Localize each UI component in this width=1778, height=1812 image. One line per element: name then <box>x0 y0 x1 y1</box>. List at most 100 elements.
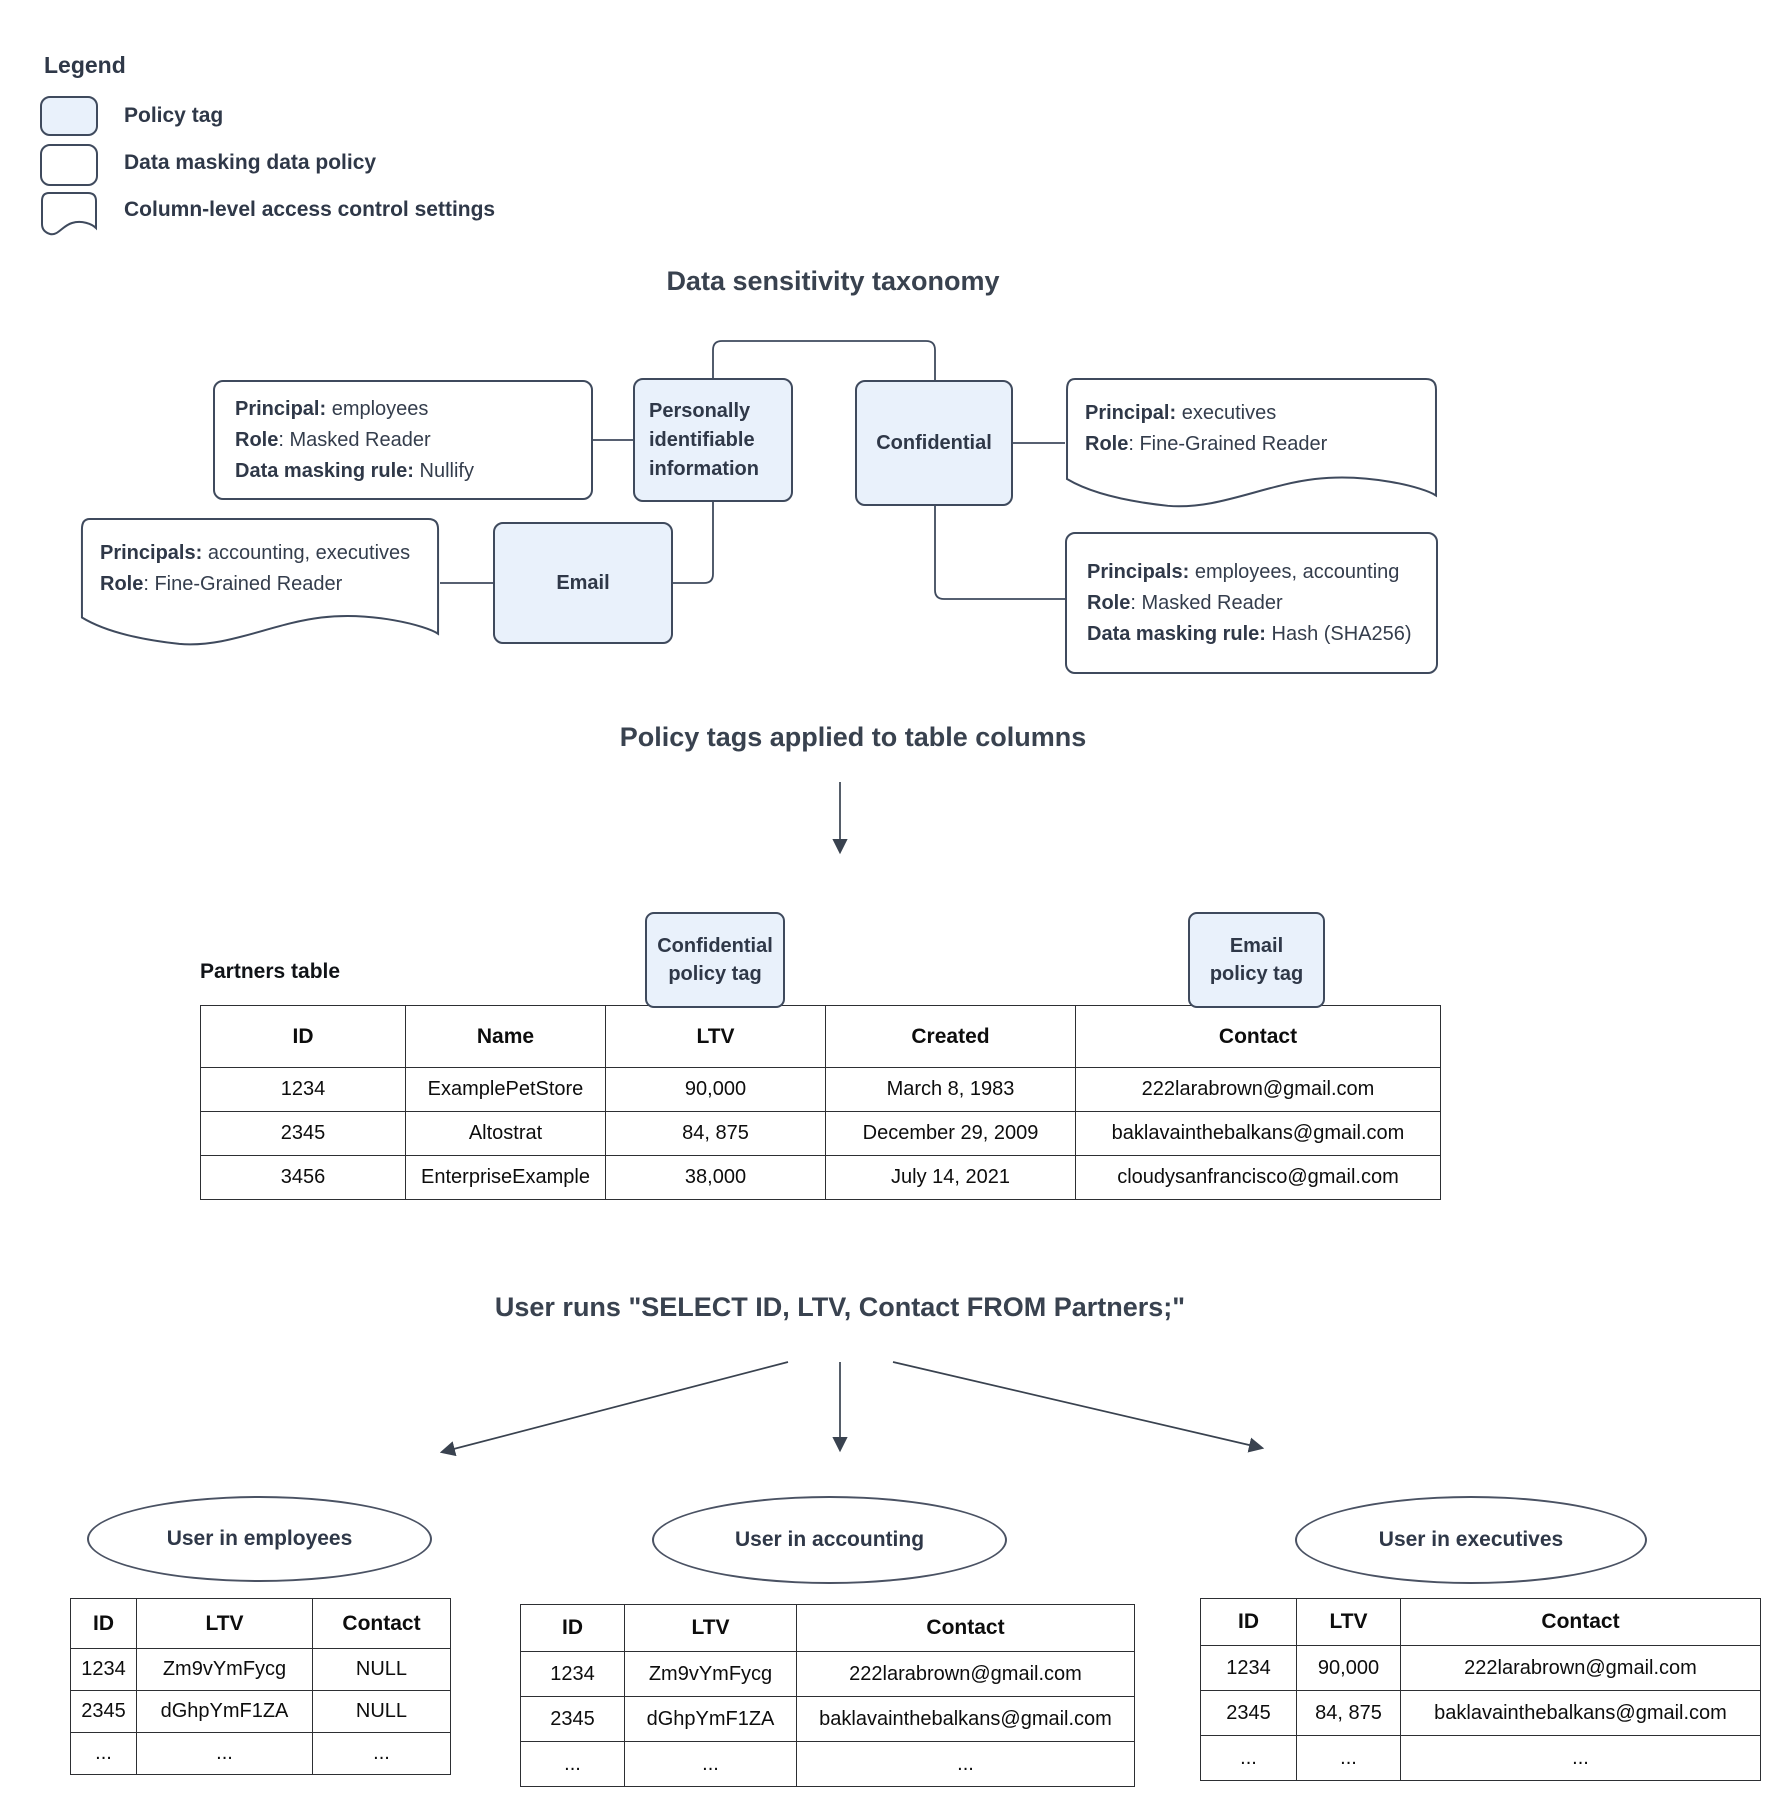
table-cell: baklavainthebalkans@gmail.com <box>1075 1111 1441 1156</box>
table-cell: 2345 <box>520 1696 625 1742</box>
policy-line: Data masking rule: Hash (SHA256) <box>1087 622 1412 645</box>
policy-line: Role: Masked Reader <box>1087 591 1283 614</box>
legend-item-data-policy: Data masking data policy <box>124 151 377 174</box>
table-cell: NULL <box>312 1648 451 1691</box>
legend-swatch-policy-tag-icon <box>40 96 98 136</box>
table-row: 1234 90,000 222larabrown@gmail.com <box>1200 1645 1761 1691</box>
column-header: Contact <box>796 1604 1135 1652</box>
table-cell: ... <box>312 1732 451 1775</box>
table-cell: 222larabrown@gmail.com <box>1400 1645 1761 1691</box>
table-cell: 1234 <box>70 1648 137 1691</box>
policy-line: Principal: employees <box>235 397 429 420</box>
table-row: ... ... ... <box>70 1732 451 1775</box>
table-row: 1234 Zm9vYmFycg NULL <box>70 1648 451 1691</box>
column-header: ID <box>200 1005 406 1068</box>
table-row: 2345 84, 875 baklavainthebalkans@gmail.c… <box>1200 1690 1761 1736</box>
column-header: Contact <box>1400 1598 1761 1646</box>
access-control-text: Principal: executives Role: Fine-Grained… <box>1085 402 1328 455</box>
table-cell: ... <box>796 1741 1135 1787</box>
legend-swatch-access-control-icon <box>40 192 98 240</box>
policy-section-title: Policy tags applied to table columns <box>619 722 1087 752</box>
table-cell: Zm9vYmFycg <box>624 1651 797 1697</box>
column-header: LTV <box>624 1604 797 1652</box>
access-control-confidential: Principal: executives Role: Fine-Grained… <box>1065 378 1438 512</box>
policy-tag-pii: Personally identifiable information <box>633 378 793 502</box>
table-cell: baklavainthebalkans@gmail.com <box>796 1696 1135 1742</box>
table-cell: 2345 <box>200 1111 406 1156</box>
table-row: 2345 Altostrat 84, 875 December 29, 2009… <box>200 1111 1441 1156</box>
query-title: User runs "SELECT ID, LTV, Contact FROM … <box>494 1292 1186 1322</box>
table-cell: 84, 875 <box>605 1111 826 1156</box>
legend-item-policy-tag: Policy tag <box>124 104 224 127</box>
arrow-query-left <box>439 1361 789 1457</box>
column-header: ID <box>70 1598 137 1649</box>
legend-title: Legend <box>44 52 126 78</box>
column-header: LTV <box>1296 1598 1401 1646</box>
table-cell: ExamplePetStore <box>405 1067 606 1112</box>
table-row: ... ... ... <box>1200 1735 1761 1781</box>
result-table-executives: ID LTV Contact 1234 90,000 222larabrown@… <box>1200 1598 1761 1781</box>
column-header: LTV <box>605 1005 826 1068</box>
table-cell: 1234 <box>1200 1645 1297 1691</box>
policy-box-pii-masking: Principal: employees Role: Masked Reader… <box>213 380 593 500</box>
user-group-executives: User in executives <box>1295 1496 1647 1584</box>
policy-tag-email: Email <box>493 522 673 644</box>
policy-line: Role: Masked Reader <box>235 428 431 451</box>
access-control-email: Principals: accounting, executives Role:… <box>80 518 440 650</box>
table-cell: baklavainthebalkans@gmail.com <box>1400 1690 1761 1736</box>
column-header: ID <box>520 1604 625 1652</box>
table-row: 2345 dGhpYmF1ZA baklavainthebalkans@gmai… <box>520 1696 1135 1742</box>
user-group-employees: User in employees <box>87 1496 432 1582</box>
table-cell: 1234 <box>200 1067 406 1112</box>
table-cell: 38,000 <box>605 1155 826 1200</box>
partners-table: ID Name LTV Created Contact 1234 Example… <box>200 1005 1441 1200</box>
table-cell: ... <box>520 1741 625 1787</box>
table-cell: 2345 <box>70 1690 137 1733</box>
table-cell: 2345 <box>1200 1690 1297 1736</box>
table-row: 2345 dGhpYmF1ZA NULL <box>70 1690 451 1733</box>
column-header: ID <box>1200 1598 1297 1646</box>
user-group-accounting: User in accounting <box>652 1496 1007 1584</box>
connector-email-pii <box>673 502 714 584</box>
result-header-row: ID LTV Contact <box>70 1598 451 1649</box>
column-header: Created <box>825 1005 1076 1068</box>
policy-box-confidential-masking: Principals: employees, accounting Role: … <box>1065 532 1438 674</box>
access-control-text: Principals: accounting, executives Role:… <box>100 542 411 595</box>
table-cell: December 29, 2009 <box>825 1111 1076 1156</box>
table-cell: Zm9vYmFycg <box>136 1648 313 1691</box>
table-cell: Altostrat <box>405 1111 606 1156</box>
connector-confidential-masking <box>934 506 1065 600</box>
column-tag-email: Email policy tag <box>1188 912 1325 1008</box>
table-cell: ... <box>1200 1735 1297 1781</box>
table-cell: 1234 <box>520 1651 625 1697</box>
result-header-row: ID LTV Contact <box>520 1604 1135 1652</box>
table-cell: ... <box>1296 1735 1401 1781</box>
table-cell: 84, 875 <box>1296 1690 1401 1736</box>
table-cell: ... <box>136 1732 313 1775</box>
column-header: Contact <box>1075 1005 1441 1068</box>
column-tag-confidential: Confidential policy tag <box>645 912 785 1008</box>
table-cell: 90,000 <box>1296 1645 1401 1691</box>
table-row: 3456 EnterpriseExample 38,000 July 14, 2… <box>200 1155 1441 1200</box>
table-cell: ... <box>624 1741 797 1787</box>
table-cell: NULL <box>312 1690 451 1733</box>
policy-line: Data masking rule: Nullify <box>235 459 474 482</box>
connector-taxonomy-top <box>712 340 936 380</box>
table-cell: ... <box>70 1732 137 1775</box>
result-table-employees: ID LTV Contact 1234 Zm9vYmFycg NULL 2345… <box>70 1598 451 1775</box>
policy-line: Principals: employees, accounting <box>1087 560 1400 583</box>
table-cell: cloudysanfrancisco@gmail.com <box>1075 1155 1441 1200</box>
table-cell: July 14, 2021 <box>825 1155 1076 1200</box>
table-cell: ... <box>1400 1735 1761 1781</box>
table-cell: 222larabrown@gmail.com <box>796 1651 1135 1697</box>
arrow-query-right <box>892 1361 1265 1453</box>
partners-table-label: Partners table <box>200 960 341 983</box>
table-cell: 222larabrown@gmail.com <box>1075 1067 1441 1112</box>
column-header: Contact <box>312 1598 451 1649</box>
partners-header-row: ID Name LTV Created Contact <box>200 1005 1441 1068</box>
column-header: LTV <box>136 1598 313 1649</box>
table-cell: 90,000 <box>605 1067 826 1112</box>
table-row: 1234 Zm9vYmFycg 222larabrown@gmail.com <box>520 1651 1135 1697</box>
table-row: 1234 ExamplePetStore 90,000 March 8, 198… <box>200 1067 1441 1112</box>
